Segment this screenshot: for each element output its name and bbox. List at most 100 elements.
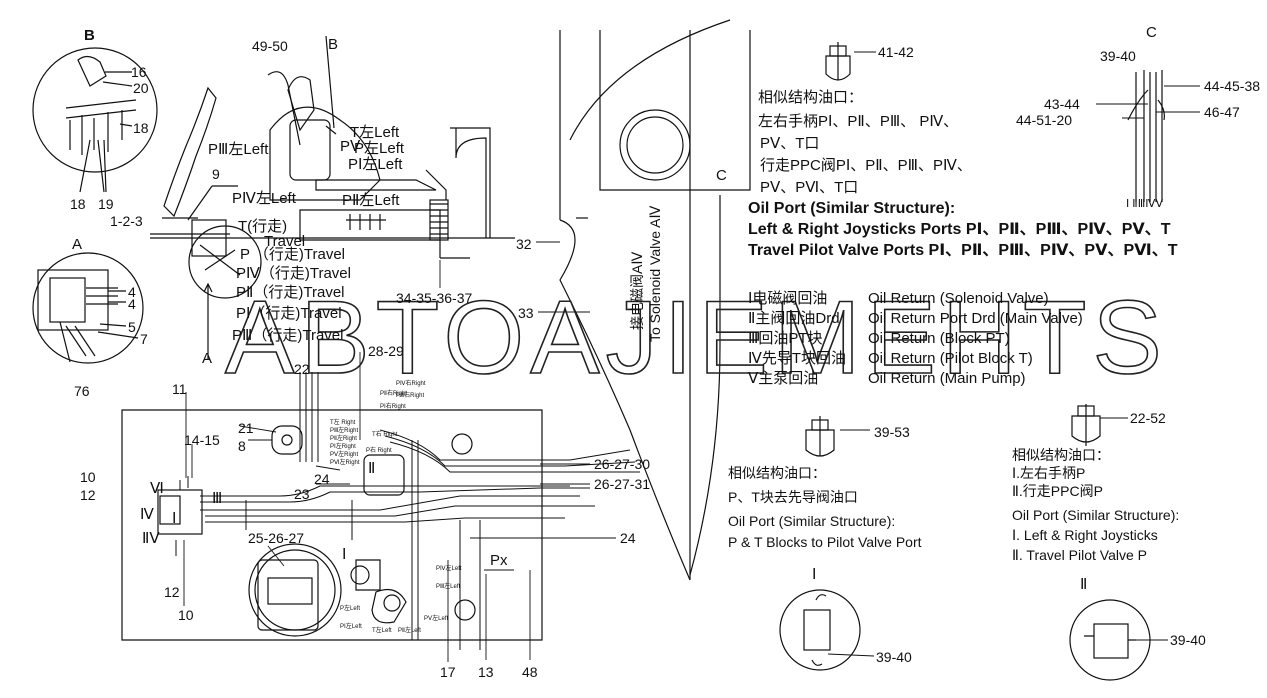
detail-letter-a: A <box>72 236 83 253</box>
view-letter-a: A <box>202 350 213 367</box>
note-right-line1: 相似结构油口： <box>1012 447 1110 463</box>
port-t-travel-en: Travel <box>264 233 306 250</box>
callout-32: 32 <box>516 236 532 252</box>
fitting-22-52 <box>1071 404 1101 446</box>
callout-22: 22 <box>294 361 310 377</box>
roman-iii: Ⅲ <box>212 490 223 507</box>
port-p1-left: PⅠ左Left <box>348 156 403 173</box>
callout-25-26-27: 25-26-27 <box>248 530 305 546</box>
tiny-p4-right: PⅣ右Right <box>396 381 426 387</box>
callout-41-42: 41-42 <box>878 44 914 60</box>
port-t-left: T左Left <box>350 124 400 141</box>
note-block-top: 相似结构油口： 左右手柄PⅠ、PⅡ、PⅢ、 PⅣ、 PⅤ、T口 行走PPC阀PⅠ… <box>758 88 972 198</box>
callout-43-44: 43-44 <box>1044 96 1080 112</box>
note-right-line3: Ⅱ.行走PPC阀P <box>1012 483 1103 499</box>
bellows-spring <box>429 199 470 259</box>
port-p-left: P左Left <box>354 140 405 157</box>
tiny-p6-left-right: PⅥ左Right <box>330 460 360 466</box>
note-top-line3: PⅤ、T口 <box>760 135 820 152</box>
leader-lines <box>183 51 1200 662</box>
callout-21: 21 <box>238 420 254 436</box>
tiny-p5-left-right: PⅤ左Right <box>330 452 359 458</box>
callout-23: 23 <box>294 486 310 502</box>
tiny-t-right: T右 Right <box>372 432 398 438</box>
callout-26-27-30: 26-27-30 <box>594 456 651 472</box>
callout-22-52: 22-52 <box>1130 410 1166 426</box>
roman-i-label: Ⅰ <box>812 566 817 583</box>
callout-39-40-i: 39-40 <box>876 649 912 665</box>
tiny-p2-right: PⅡ右Right <box>380 391 407 397</box>
note-right-line2: Ⅰ.左右手柄P <box>1012 465 1086 481</box>
travel-pedal-assembly <box>150 86 515 360</box>
tiny-p5-left: PⅤ左Left <box>424 616 449 622</box>
tiny-p-left: P左Left <box>340 606 361 612</box>
note-top-line5: PⅤ、PⅥ、T口 <box>760 179 859 196</box>
callout-9: 9 <box>212 166 220 182</box>
callout-5: 5 <box>128 319 136 335</box>
view-letter-b: B <box>328 36 339 53</box>
callout-16: 16 <box>131 64 147 80</box>
callout-44-51-20: 44-51-20 <box>1016 112 1073 128</box>
detail-b-circle <box>32 47 158 193</box>
callout-12a: 12 <box>80 487 96 503</box>
callout-24a: 24 <box>314 471 330 487</box>
note-mid-line4: P & T Blocks to Pilot Valve Port <box>728 534 922 550</box>
base-frame <box>121 409 543 641</box>
hose-bundle <box>175 372 640 650</box>
return-5-en: Oil Return (Main Pump) <box>868 370 1026 387</box>
fitting-39-53 <box>805 416 835 457</box>
note-top-line1: 相似结构油口： <box>758 89 864 106</box>
callout-48: 48 <box>522 664 538 680</box>
callout-20: 20 <box>133 80 149 96</box>
watermark: ABTOAJIEMEHTS <box>224 280 1168 396</box>
detail-letter-c: C <box>1146 24 1157 41</box>
port-t-travel: T(行走) <box>238 218 288 235</box>
return-2-en: Oil Return Port Drd (Main Valve) <box>868 310 1083 327</box>
roman-iv: Ⅳ <box>140 506 154 523</box>
detail-c-fittings <box>1127 70 1165 202</box>
roman-ii-v: ⅡⅤ <box>142 530 160 547</box>
tiny-p1-left-right: PⅠ左Right <box>330 444 356 450</box>
port-p3-travel: PⅢ（行走)Travel <box>232 327 344 344</box>
note-mid-line2: P、T块去先导阀油口 <box>728 489 858 505</box>
block-I-detail <box>779 589 861 671</box>
detail-a-circle <box>32 252 144 364</box>
callout-4a: 4 <box>128 284 136 300</box>
callout-18b: 18 <box>70 196 86 212</box>
note-top-line2: 左右手柄PⅠ、PⅡ、PⅢ、 PⅣ、 <box>758 113 959 130</box>
callout-12b: 12 <box>164 584 180 600</box>
cab-structure <box>559 19 751 581</box>
note-mid-line3: Oil Port (Similar Structure): <box>728 513 896 529</box>
port-p4-travel: PⅣ（行走)Travel <box>236 265 351 282</box>
port-p4-left: PⅣ左Left <box>232 190 296 207</box>
callout-4b: 4 <box>128 296 136 312</box>
callout-24b: 24 <box>620 530 636 546</box>
return-3-cn: Ⅲ回油PT块 <box>748 330 823 347</box>
callout-76: 76 <box>74 383 90 399</box>
callout-39-40-ii: 39-40 <box>1170 632 1206 648</box>
note-block-top-en: Oil Port (Similar Structure): Left & Rig… <box>748 200 1178 260</box>
port-p2-left: PⅡ左Left <box>342 192 400 209</box>
callout-19: 19 <box>98 196 114 212</box>
callout-49-50: 49-50 <box>252 38 288 54</box>
callout-46-47: 46-47 <box>1204 104 1240 120</box>
tiny-t-left-right: T左 Right <box>330 420 356 426</box>
note-right-line5: Ⅰ. Left & Right Joysticks <box>1012 527 1158 543</box>
px-port-label: Px <box>490 552 508 569</box>
note-right-line6: Ⅱ. Travel Pilot Valve P <box>1012 547 1148 563</box>
return-1-en: Oil Return (Solenoid Valve) <box>868 290 1049 307</box>
callout-26-27-31: 26-27-31 <box>594 476 651 492</box>
callout-10b: 10 <box>178 607 194 623</box>
callout-44-45-38: 44-45-38 <box>1204 78 1261 94</box>
fitting-41-42 <box>825 42 851 81</box>
port-p5: PⅤ <box>340 138 361 155</box>
callout-13: 13 <box>478 664 494 680</box>
view-letter-c: C <box>716 167 727 184</box>
note-right-line4: Oil Port (Similar Structure): <box>1012 507 1180 523</box>
callout-39-53: 39-53 <box>874 424 910 440</box>
tiny-t-left: T左Left <box>372 628 392 634</box>
tiny-p-right: P右 Right <box>366 448 392 454</box>
note-top-line6: Oil Port (Similar Structure): <box>748 200 956 217</box>
